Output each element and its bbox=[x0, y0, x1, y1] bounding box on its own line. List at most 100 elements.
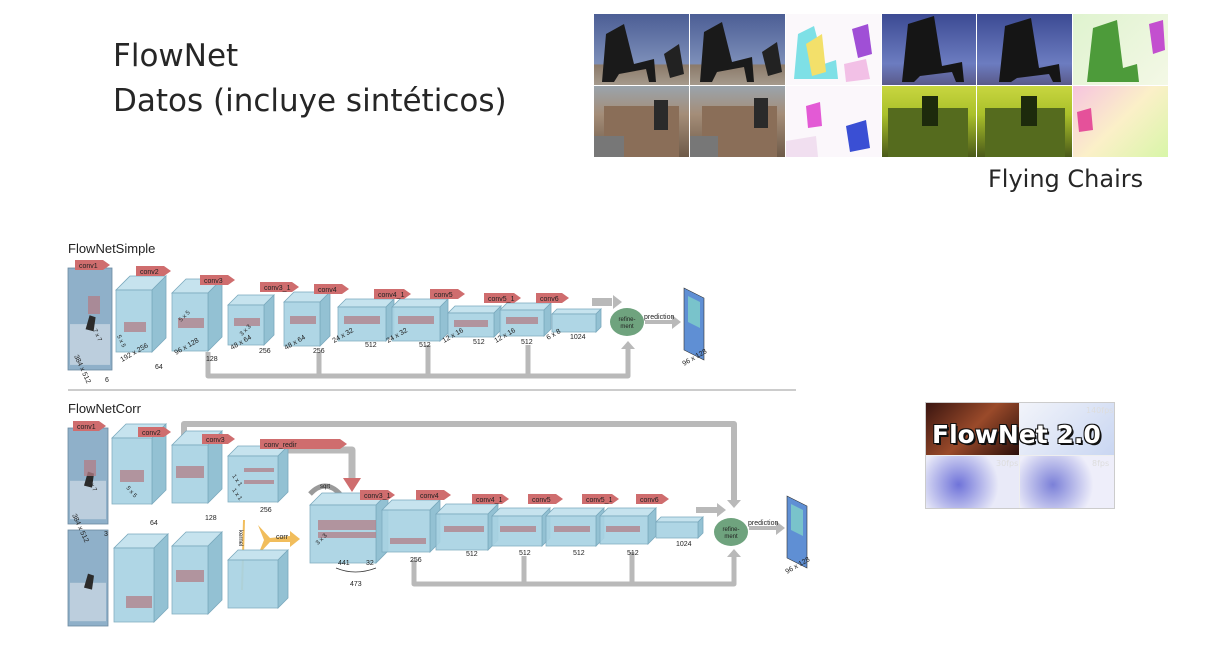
corr-total-label: 473 bbox=[350, 581, 362, 588]
sample-flow bbox=[785, 86, 881, 157]
box-front-face bbox=[655, 521, 699, 539]
fn2-frame bbox=[926, 456, 1019, 508]
layer-tag-shape bbox=[73, 421, 106, 431]
corr-feature-conv3-bottom bbox=[227, 549, 289, 609]
corr-label: corr bbox=[276, 534, 289, 541]
fn2-frame bbox=[926, 403, 1019, 455]
corr-feature-conv3-1 bbox=[381, 499, 441, 553]
chair-silhouette bbox=[699, 22, 782, 82]
flow-field bbox=[1087, 20, 1166, 82]
slide-title-line2: Datos (incluye sintéticos) bbox=[113, 83, 507, 119]
sample-image bbox=[977, 14, 1073, 85]
box-top-face bbox=[545, 507, 605, 517]
input-channel-label: 6 bbox=[105, 377, 109, 384]
layer-tag-shape bbox=[472, 494, 509, 504]
input-image-ground bbox=[70, 480, 106, 520]
kernel-patch bbox=[318, 520, 376, 530]
layer-tag-label: conv6 bbox=[640, 497, 659, 504]
building-scene bbox=[594, 100, 679, 157]
corr-layer-tag-conv-redir: conv_redir bbox=[260, 439, 347, 449]
sample-image bbox=[594, 14, 689, 85]
box-front-face bbox=[115, 289, 153, 353]
simple-prediction-label: prediction bbox=[644, 314, 674, 321]
layer-tag-shape bbox=[374, 289, 411, 299]
layer-tag-shape bbox=[536, 293, 569, 303]
kernel-patch bbox=[506, 317, 538, 324]
slide-title-line1: FlowNet bbox=[113, 38, 239, 74]
kernel-patch bbox=[444, 526, 484, 532]
simple-skip-connections bbox=[205, 348, 631, 379]
box-side-face bbox=[207, 531, 223, 615]
corr-layer-tag-conv3_1: conv3_1 bbox=[360, 490, 395, 500]
connectors bbox=[181, 295, 785, 591]
simple-feature-conv6 bbox=[551, 308, 602, 333]
layer-tag-shape bbox=[200, 275, 235, 285]
connector-arrowhead bbox=[621, 341, 635, 349]
refinement-blob bbox=[610, 308, 644, 336]
layer-tag-shape bbox=[582, 494, 619, 504]
fps-label: 140fps bbox=[1086, 406, 1114, 415]
corr-output-flow bbox=[786, 495, 808, 569]
simple-input-image bbox=[67, 267, 113, 371]
sample-image bbox=[689, 14, 785, 85]
box-front-face bbox=[381, 509, 431, 553]
simple-output-flow bbox=[683, 287, 705, 361]
kernel-patch bbox=[554, 526, 590, 532]
box-top-face bbox=[491, 507, 551, 517]
corr-feature-conv6 bbox=[655, 516, 704, 539]
connector-arrowhead bbox=[727, 549, 741, 557]
flownet2-thumbnail: FlowNet 2.0 140fps 30fps 8fps bbox=[925, 402, 1115, 509]
corr-skip-connections bbox=[411, 556, 737, 587]
channel-label: 1024 bbox=[676, 541, 692, 548]
connector-arrowhead bbox=[613, 295, 622, 309]
layer-tag-shape bbox=[430, 289, 465, 299]
simple-layer-tag-conv2: conv2 bbox=[136, 266, 171, 276]
connector-arrowhead bbox=[717, 503, 726, 517]
corr-layer-tag-conv4_1: conv4_1 bbox=[472, 494, 509, 504]
channel-label: 512 bbox=[573, 550, 585, 557]
sample-image bbox=[594, 86, 689, 157]
layer-tag-label: conv6 bbox=[540, 296, 559, 303]
refinement-blob bbox=[714, 518, 748, 546]
kernel-patch bbox=[454, 320, 488, 327]
channel-label: 128 bbox=[205, 515, 217, 522]
box-front-face bbox=[227, 559, 279, 609]
box-top-face bbox=[655, 516, 704, 523]
kernel-patch bbox=[318, 532, 376, 538]
conv-redir-arrowhead bbox=[343, 478, 361, 492]
kernel-patch bbox=[126, 596, 152, 608]
chair-silhouette bbox=[602, 24, 684, 82]
layer-tag-label: conv2 bbox=[140, 269, 159, 276]
sample-image bbox=[881, 14, 977, 85]
sample-flow bbox=[1073, 86, 1168, 157]
layer-tag-shape bbox=[138, 427, 171, 437]
layer-tag-label: conv4 bbox=[420, 493, 439, 500]
sample-flow bbox=[1073, 14, 1168, 85]
corr-layer-tag-conv5_1: conv5_1 bbox=[582, 494, 619, 504]
layer-tag-shape bbox=[360, 490, 395, 500]
channel-label: 64 bbox=[155, 364, 163, 371]
channel-label: 512 bbox=[519, 550, 531, 557]
box-top-face bbox=[337, 298, 395, 308]
kernel-patch bbox=[176, 466, 204, 478]
kernel-label: 7 x 7 bbox=[86, 478, 97, 493]
fps-label: 30fps bbox=[996, 459, 1019, 468]
kernel-patch bbox=[398, 316, 434, 324]
kernel-patch bbox=[84, 460, 96, 476]
corr-layer-tag-conv3: conv3 bbox=[202, 434, 235, 444]
channel-label: 512 bbox=[466, 551, 478, 558]
layer-tag-shape bbox=[528, 494, 563, 504]
input-channel-label: 3 bbox=[104, 531, 108, 538]
simple-layer-tag-conv4_1: conv4_1 bbox=[374, 289, 411, 299]
simple-layer-tag-conv3_1: conv3_1 bbox=[260, 282, 299, 292]
layer-tag-shape bbox=[416, 490, 451, 500]
simple-refinement-block bbox=[610, 308, 644, 336]
building-scene bbox=[689, 98, 777, 157]
corr-brace bbox=[335, 567, 377, 573]
chair-silhouette bbox=[901, 16, 964, 82]
kernel-patch bbox=[178, 318, 204, 328]
channel-label: 512 bbox=[419, 342, 431, 349]
input-image-ground bbox=[70, 324, 110, 365]
channel-label: 512 bbox=[521, 339, 533, 346]
